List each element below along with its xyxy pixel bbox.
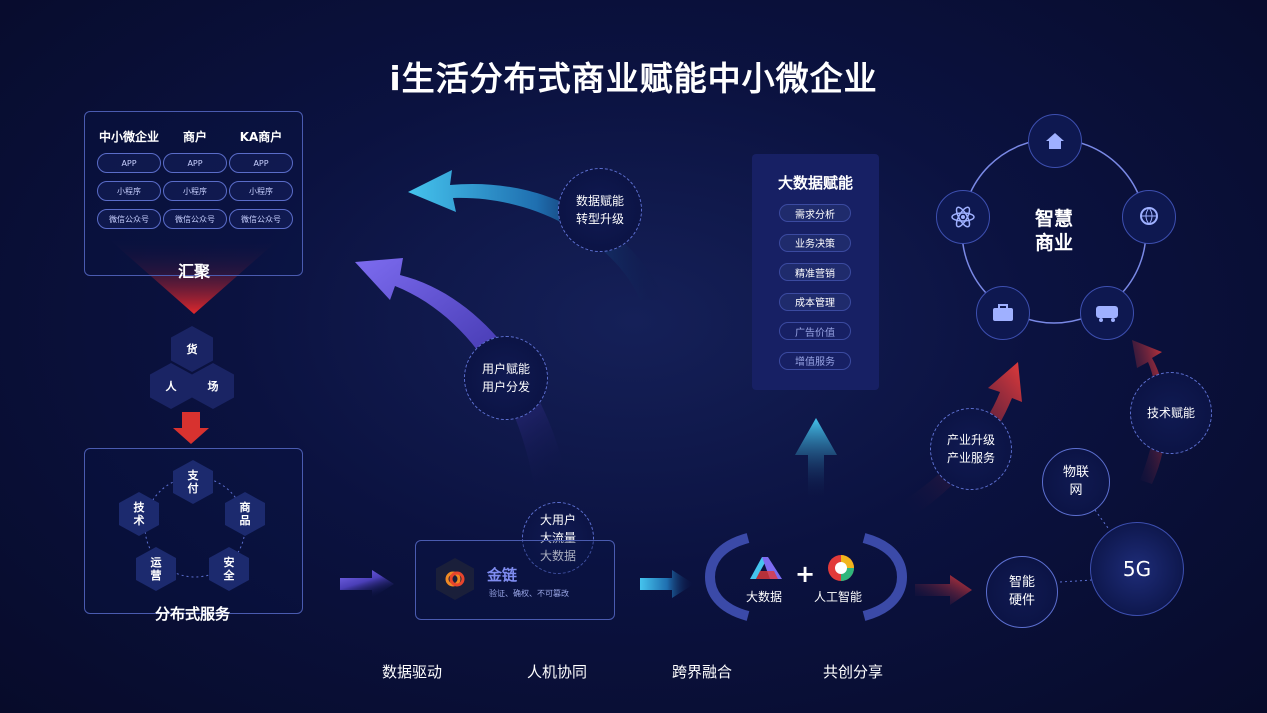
bubble-user-empower: 用户赋能 用户分发 bbox=[464, 336, 548, 420]
globe-hand-icon bbox=[1122, 190, 1176, 244]
ai-combo-brackets bbox=[704, 533, 908, 621]
bubble-text: 5G bbox=[1122, 557, 1152, 581]
miniprogram-pill: 小程序 bbox=[229, 181, 293, 201]
merchant-column: 中小微企业 APP 小程序 微信公众号 bbox=[96, 128, 162, 229]
app-pill: APP bbox=[97, 153, 161, 173]
bubble-5g: 5G bbox=[1090, 522, 1184, 616]
jinlian-name: 金链 bbox=[487, 566, 518, 584]
wechat-pill: 微信公众号 bbox=[229, 209, 293, 229]
bubble-smart-hardware: 智能 硬件 bbox=[986, 556, 1058, 628]
column-head: KA商户 bbox=[239, 130, 283, 144]
wechat-pill: 微信公众号 bbox=[97, 209, 161, 229]
ai-logo-icon bbox=[828, 555, 854, 581]
ai-caption: 人工智能 bbox=[814, 590, 863, 604]
bigdata-list: 需求分析 业务决策 精准营销 成本管理 广告价值 增值服务 bbox=[779, 204, 851, 370]
bubble-text: 智能 硬件 bbox=[1008, 575, 1035, 608]
bubble-text: 技术赋能 bbox=[1146, 406, 1195, 420]
demand-analysis-item: 需求分析 bbox=[779, 204, 851, 222]
precision-marketing-item: 精准营销 bbox=[779, 263, 851, 281]
miniprogram-pill: 小程序 bbox=[163, 181, 227, 201]
bubble-text: 大用户 大流量 大数据 bbox=[539, 513, 576, 563]
page-title: i生活分布式商业赋能中小微企业 bbox=[389, 59, 878, 98]
merchant-columns: 中小微企业 APP 小程序 微信公众号 bbox=[96, 128, 162, 229]
merchant-column: 商户 APP 小程序 微信公众号 bbox=[162, 128, 228, 229]
jinlian-logo-icon bbox=[436, 558, 474, 600]
briefcase-icon bbox=[976, 286, 1030, 340]
bubble-data-empower: 数据赋能 转型升级 bbox=[558, 168, 642, 252]
bottom-label-human-machine: 人机协同 bbox=[527, 663, 588, 681]
column-head: 商户 bbox=[182, 130, 207, 144]
atom-icon bbox=[936, 190, 990, 244]
jinlian-sub: 验证、确权、不可篡改 bbox=[489, 589, 569, 598]
merchants-panel bbox=[84, 111, 303, 276]
bubble-text: 产业升级 产业服务 bbox=[946, 433, 995, 465]
app-pill: APP bbox=[163, 153, 227, 173]
plus-sign: + bbox=[795, 560, 816, 588]
business-decision-item: 业务决策 bbox=[779, 233, 851, 252]
merchant-column: KA商户 APP 小程序 微信公众号 bbox=[228, 128, 294, 229]
bigdata-caption: 大数据 bbox=[746, 590, 783, 604]
bubble-text: 用户赋能 用户分发 bbox=[481, 362, 530, 394]
wechat-pill: 微信公众号 bbox=[163, 209, 227, 229]
cost-management-item: 成本管理 bbox=[779, 292, 851, 311]
bubble-tech-empower: 技术赋能 bbox=[1130, 372, 1212, 454]
bus-icon bbox=[1080, 286, 1134, 340]
house-leaf-icon bbox=[1028, 114, 1082, 168]
bubble-text: 数据赋能 转型升级 bbox=[575, 194, 624, 226]
smart-business-label: 智慧 商业 bbox=[1034, 208, 1073, 254]
bubble-iot: 物联 网 bbox=[1042, 448, 1110, 516]
bigdata-logo-icon bbox=[750, 557, 782, 579]
bottom-label-data-driven: 数据驱动 bbox=[382, 663, 443, 681]
value-added-item: 增值服务 bbox=[779, 351, 851, 370]
gather-label: 汇聚 bbox=[177, 262, 210, 281]
services-label: 分布式服务 bbox=[154, 605, 230, 623]
column-head: 中小微企业 bbox=[98, 130, 159, 144]
bubble-industry: 产业升级 产业服务 bbox=[930, 408, 1012, 490]
miniprogram-pill: 小程序 bbox=[97, 181, 161, 201]
bubble-big-three: 大用户 大流量 大数据 bbox=[522, 502, 594, 574]
ad-value-item: 广告价值 bbox=[779, 322, 851, 340]
bottom-label-co-create: 共创分享 bbox=[823, 663, 884, 681]
bottom-label-crossover: 跨界融合 bbox=[672, 663, 733, 681]
hex-payment: 支 付 bbox=[173, 460, 213, 504]
app-pill: APP bbox=[229, 153, 293, 173]
bubble-text: 物联 网 bbox=[1062, 465, 1089, 498]
bigdata-title: 大数据赋能 bbox=[777, 174, 853, 192]
